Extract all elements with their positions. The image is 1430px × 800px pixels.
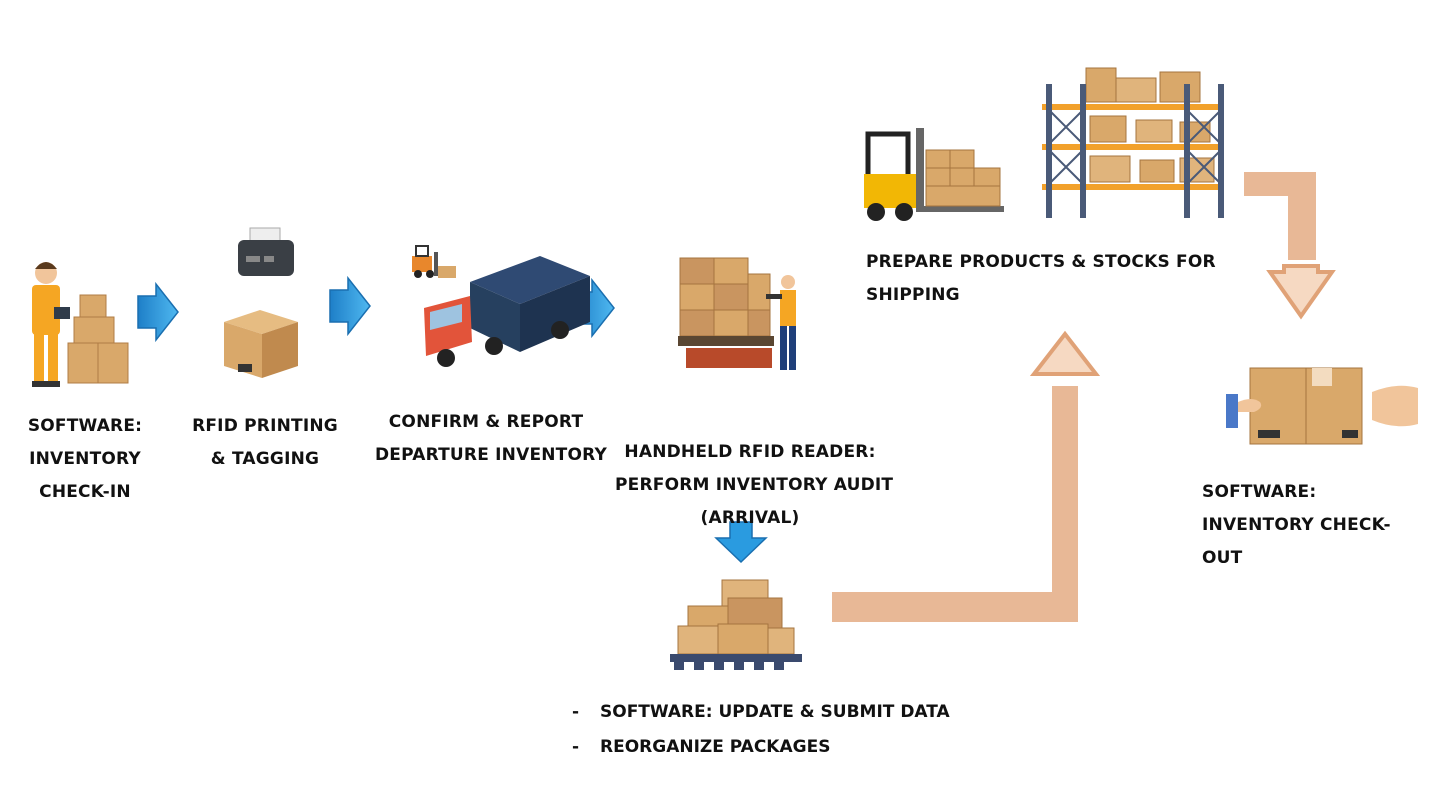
list-item: -REORGANIZE PACKAGES: [572, 730, 950, 765]
list-item-text: REORGANIZE PACKAGES: [600, 737, 831, 757]
arrow-right-icon: [329, 275, 371, 337]
step-tagging-label: RFID PRINTING & TAGGING: [190, 410, 340, 476]
list-item-text: SOFTWARE: UPDATE & SUBMIT DATA: [600, 702, 950, 722]
pallet-stack-icon: [678, 257, 796, 370]
box-icon: [224, 310, 298, 378]
scanner-worker-icon: [766, 275, 796, 370]
conveyor-boxes-icon: [670, 579, 802, 670]
step-label-line: DEPARTURE INVENTORY: [375, 445, 607, 465]
step-prepare-label: PREPARE PRODUCTS & STOCKS FOR SHIPPING: [866, 246, 1226, 312]
step-label-line: PERFORM INVENTORY AUDIT: [615, 475, 894, 495]
step-label-line: SOFTWARE:: [1202, 482, 1317, 502]
step-audit-label: HANDHELD RFID READER: PERFORM INVENTORY …: [615, 436, 894, 535]
warehouse-shelf-icon: [1042, 67, 1224, 218]
forklift-icon: [864, 128, 1004, 221]
step-label-line: (ARRIVAL): [700, 508, 800, 528]
hands-box-icon: [1226, 367, 1418, 445]
sub-steps-list: -SOFTWARE: UPDATE & SUBMIT DATA -REORGAN…: [572, 695, 950, 765]
truck-icon: [412, 245, 590, 367]
tan-flow-arrow-up: [832, 330, 1101, 622]
step-label-line: SHIPPING: [866, 285, 960, 305]
arrow-down-icon: [714, 521, 768, 564]
step-checkin-label: SOFTWARE: INVENTORY CHECK-IN: [20, 410, 150, 509]
step-label-line: CHECK-IN: [39, 482, 131, 502]
step-label-line: CONFIRM & REPORT: [388, 412, 584, 432]
bullet-dash: -: [572, 737, 580, 757]
step-departure-label: CONFIRM & REPORT DEPARTURE INVENTORY: [375, 406, 607, 472]
step-label-line: & TAGGING: [210, 449, 320, 469]
bullet-dash: -: [572, 702, 580, 722]
rfid-printer-icon: [238, 227, 294, 276]
step-label-line: PREPARE PRODUCTS & STOCKS FOR: [866, 252, 1216, 272]
tan-flow-arrow-down: [1244, 172, 1336, 320]
step-label-line: OUT: [1202, 548, 1243, 568]
forklift-icon: [412, 245, 456, 278]
step-label-line: INVENTORY CHECK-: [1202, 515, 1391, 535]
step-label-line: SOFTWARE:: [27, 416, 143, 436]
step-checkout-label: SOFTWARE: INVENTORY CHECK- OUT: [1202, 476, 1412, 575]
list-item: -SOFTWARE: UPDATE & SUBMIT DATA: [572, 695, 950, 730]
worker-icon: [32, 262, 129, 387]
step-label-line: RFID PRINTING: [192, 416, 338, 436]
step-label-line: INVENTORY: [29, 449, 141, 469]
arrow-right-icon: [137, 281, 179, 343]
step-label-line: HANDHELD RFID READER:: [624, 442, 876, 462]
